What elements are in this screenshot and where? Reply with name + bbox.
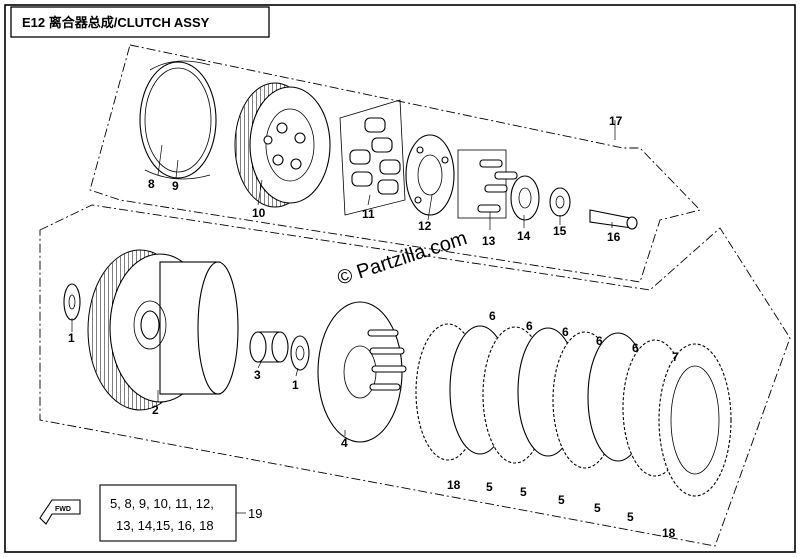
callout-14: 14 bbox=[517, 229, 531, 243]
lower-group-outline bbox=[39, 204, 791, 547]
part-4-clutch-hub bbox=[317, 301, 407, 443]
part-8-9-snap-ring bbox=[139, 60, 217, 180]
fwd-label: FWD bbox=[55, 506, 71, 513]
part-2-clutch-housing bbox=[87, 249, 239, 411]
callout-11: 11 bbox=[362, 207, 375, 221]
callout-18a: 18 bbox=[447, 478, 461, 492]
kit-line-2: 13, 14,15, 16, 18 bbox=[116, 518, 214, 533]
kit-contents-box: 5, 8, 9, 10, 11, 12, 13, 14,15, 16, 18 1… bbox=[99, 484, 262, 542]
callout-12: 12 bbox=[418, 219, 432, 233]
title-box: E12 离合器总成/CLUTCH ASSY bbox=[10, 6, 270, 38]
callout-5b: 5 bbox=[520, 485, 527, 499]
callout-7: 7 bbox=[672, 350, 679, 364]
diagram-title: E12 离合器总成/CLUTCH ASSY bbox=[22, 15, 210, 30]
callout-8: 8 bbox=[148, 177, 155, 191]
part-15-bearing bbox=[549, 187, 571, 217]
callout-17: 17 bbox=[609, 114, 623, 128]
callout-10: 10 bbox=[252, 206, 266, 220]
part-3-bushing bbox=[249, 331, 289, 363]
callout-16: 16 bbox=[607, 230, 621, 244]
callout-4: 4 bbox=[341, 436, 348, 450]
callout-leaders bbox=[71, 120, 616, 436]
callout-5e: 5 bbox=[627, 510, 634, 524]
callout-2: 2 bbox=[152, 403, 159, 417]
part-10-pressure-plate bbox=[234, 82, 331, 208]
part-14-washer bbox=[510, 175, 540, 221]
callout-5c: 5 bbox=[558, 493, 565, 507]
callout-3: 3 bbox=[254, 368, 261, 382]
part-1-washer-left bbox=[63, 283, 81, 321]
callout-6e: 6 bbox=[632, 341, 639, 355]
callout-1-middle: 1 bbox=[292, 378, 299, 392]
part-13-bolts bbox=[457, 149, 518, 219]
callout-5a: 5 bbox=[486, 480, 493, 494]
diagram-frame bbox=[4, 4, 796, 553]
callout-6c: 6 bbox=[562, 325, 569, 339]
callout-labels: 17 8 9 10 11 12 13 14 15 16 1 2 3 1 4 6 … bbox=[68, 114, 679, 540]
callout-6a: 6 bbox=[489, 309, 496, 323]
callout-5d: 5 bbox=[594, 501, 601, 515]
callout-9: 9 bbox=[172, 179, 179, 193]
part-5-6-7-18-clutch-plates bbox=[415, 323, 732, 497]
callout-15: 15 bbox=[553, 224, 567, 238]
fwd-arrow-icon: FWD bbox=[39, 499, 81, 525]
upper-group-outline bbox=[89, 44, 701, 283]
callout-6b: 6 bbox=[526, 319, 533, 333]
watermark: © Partzilla.com bbox=[335, 227, 470, 290]
callout-6d: 6 bbox=[596, 334, 603, 348]
kit-callout-19: 19 bbox=[248, 506, 262, 521]
part-11-clutch-springs bbox=[339, 99, 406, 216]
part-1-washer-middle bbox=[290, 335, 310, 371]
callout-18b: 18 bbox=[662, 526, 676, 540]
callout-1-left: 1 bbox=[68, 331, 75, 345]
kit-line-1: 5, 8, 9, 10, 11, 12, bbox=[110, 496, 214, 511]
part-12-lifter-plate bbox=[405, 134, 455, 216]
part-16-push-rod bbox=[589, 209, 638, 230]
callout-13: 13 bbox=[482, 234, 496, 248]
